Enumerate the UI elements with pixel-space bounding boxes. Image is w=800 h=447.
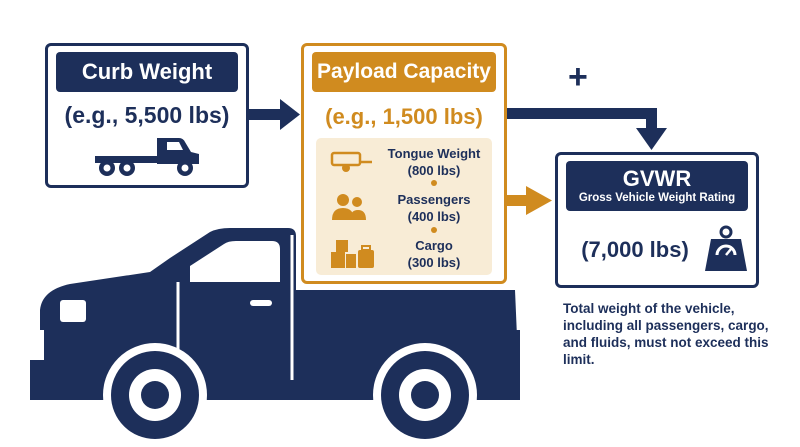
gvwr-value: (7,000 lbs) (581, 237, 689, 262)
trailer-icon (330, 151, 372, 172)
chassis-cab-icon (95, 138, 199, 176)
tongue-weight-value: (800 lbs) (407, 163, 461, 178)
curb-weight-title: Curb Weight (56, 52, 238, 92)
separator-dot (431, 227, 437, 233)
cargo-value: (300 lbs) (407, 255, 461, 270)
gvwr-subtitle: Gross Vehicle Weight Rating (578, 192, 736, 204)
tongue-weight-label: Tongue Weight (387, 146, 481, 161)
passengers-value: (400 lbs) (407, 209, 461, 224)
passengers-label: Passengers (397, 192, 471, 207)
scale-icon (705, 225, 747, 271)
curb-weight-card: Curb Weight (e.g., 5,500 lbs) (45, 43, 249, 188)
plus-sign: + (568, 58, 588, 96)
gvwr-card: GVWR Gross Vehicle Weight Rating (7,000 … (555, 152, 759, 288)
payload-capacity-value: (e.g., 1,500 lbs) (325, 104, 483, 129)
payload-item-cargo: Cargo (300 lbs) (316, 234, 492, 274)
curb-weight-value: (e.g., 5,500 lbs) (64, 102, 230, 128)
gvwr-note: Total weight of the vehicle, including a… (563, 301, 769, 367)
payload-items-list: Tongue Weight (800 lbs) Passengers (400 … (316, 138, 492, 275)
payload-capacity-card: Payload Capacity (e.g., 1,500 lbs) Tongu… (301, 43, 507, 284)
payload-item-tongue-weight: Tongue Weight (800 lbs) (316, 142, 492, 182)
gvwr-title: GVWR (622, 166, 692, 191)
boxes-luggage-icon (331, 240, 374, 268)
people-icon (332, 194, 366, 220)
separator-dot (431, 180, 437, 186)
arrow-items-to-gvwr (488, 186, 552, 215)
payload-item-passengers: Passengers (400 lbs) (316, 188, 492, 228)
arrow-curb-to-payload (249, 99, 300, 130)
gvwr-header: GVWR Gross Vehicle Weight Rating (566, 161, 748, 211)
cargo-label: Cargo (415, 238, 453, 253)
arrow-payload-to-gvwr (507, 108, 667, 150)
payload-capacity-title: Payload Capacity (312, 52, 496, 92)
